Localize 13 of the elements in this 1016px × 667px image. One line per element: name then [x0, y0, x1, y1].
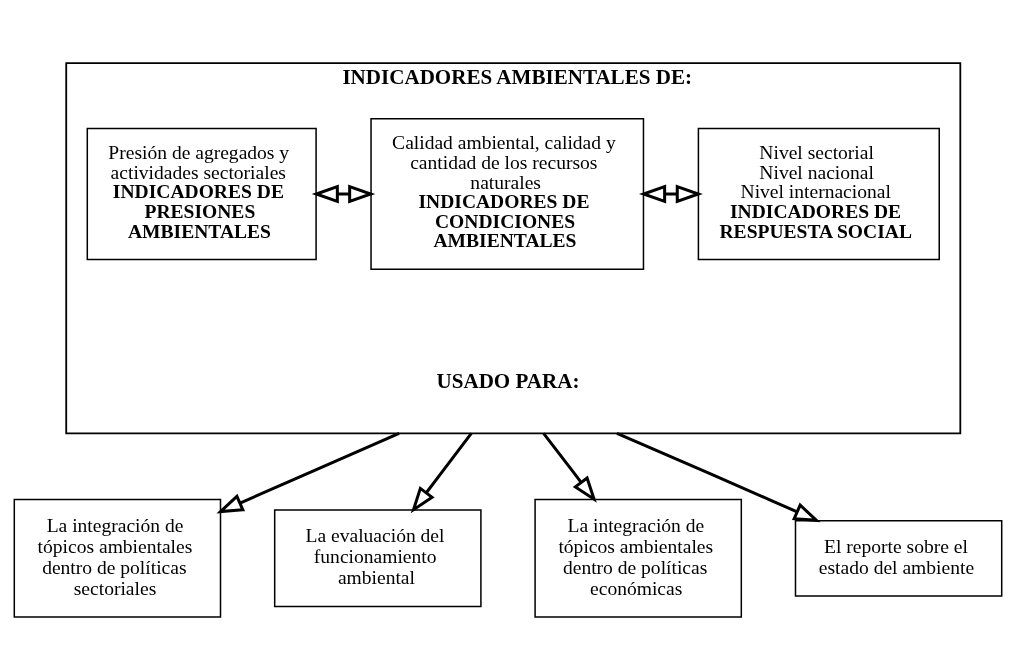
node-box: El reporte sobre el estado del ambiente: [794, 519, 1003, 597]
arrow: [410, 431, 473, 513]
node-box: Presión de agregados y actividades sectoriales INDICADORES DE PRESIONES AMBIENTALES: [86, 127, 317, 260]
arrow: [616, 431, 821, 522]
arrow: [639, 184, 703, 203]
arrow: [216, 431, 400, 513]
node-box: La integración de tópicos ambientales dentro de políticas económicas: [534, 498, 743, 618]
arrow: [542, 431, 597, 503]
node-box: La integración de tópicos ambientales dentro de políticas sectoriales: [13, 498, 222, 618]
node-box: Nivel sectorial Nivel nacional Nivel internacional INDICADORES DE RESPUESTA SOCIAL: [697, 127, 940, 260]
node-box: Calidad ambiental, calidad y cantidad de los recursos naturales INDICADORES DE CONDICIONES AMBIENTALES: [370, 117, 645, 270]
node-box: La evaluación del funcionamiento ambiental: [273, 508, 482, 607]
arrow: [311, 184, 376, 203]
